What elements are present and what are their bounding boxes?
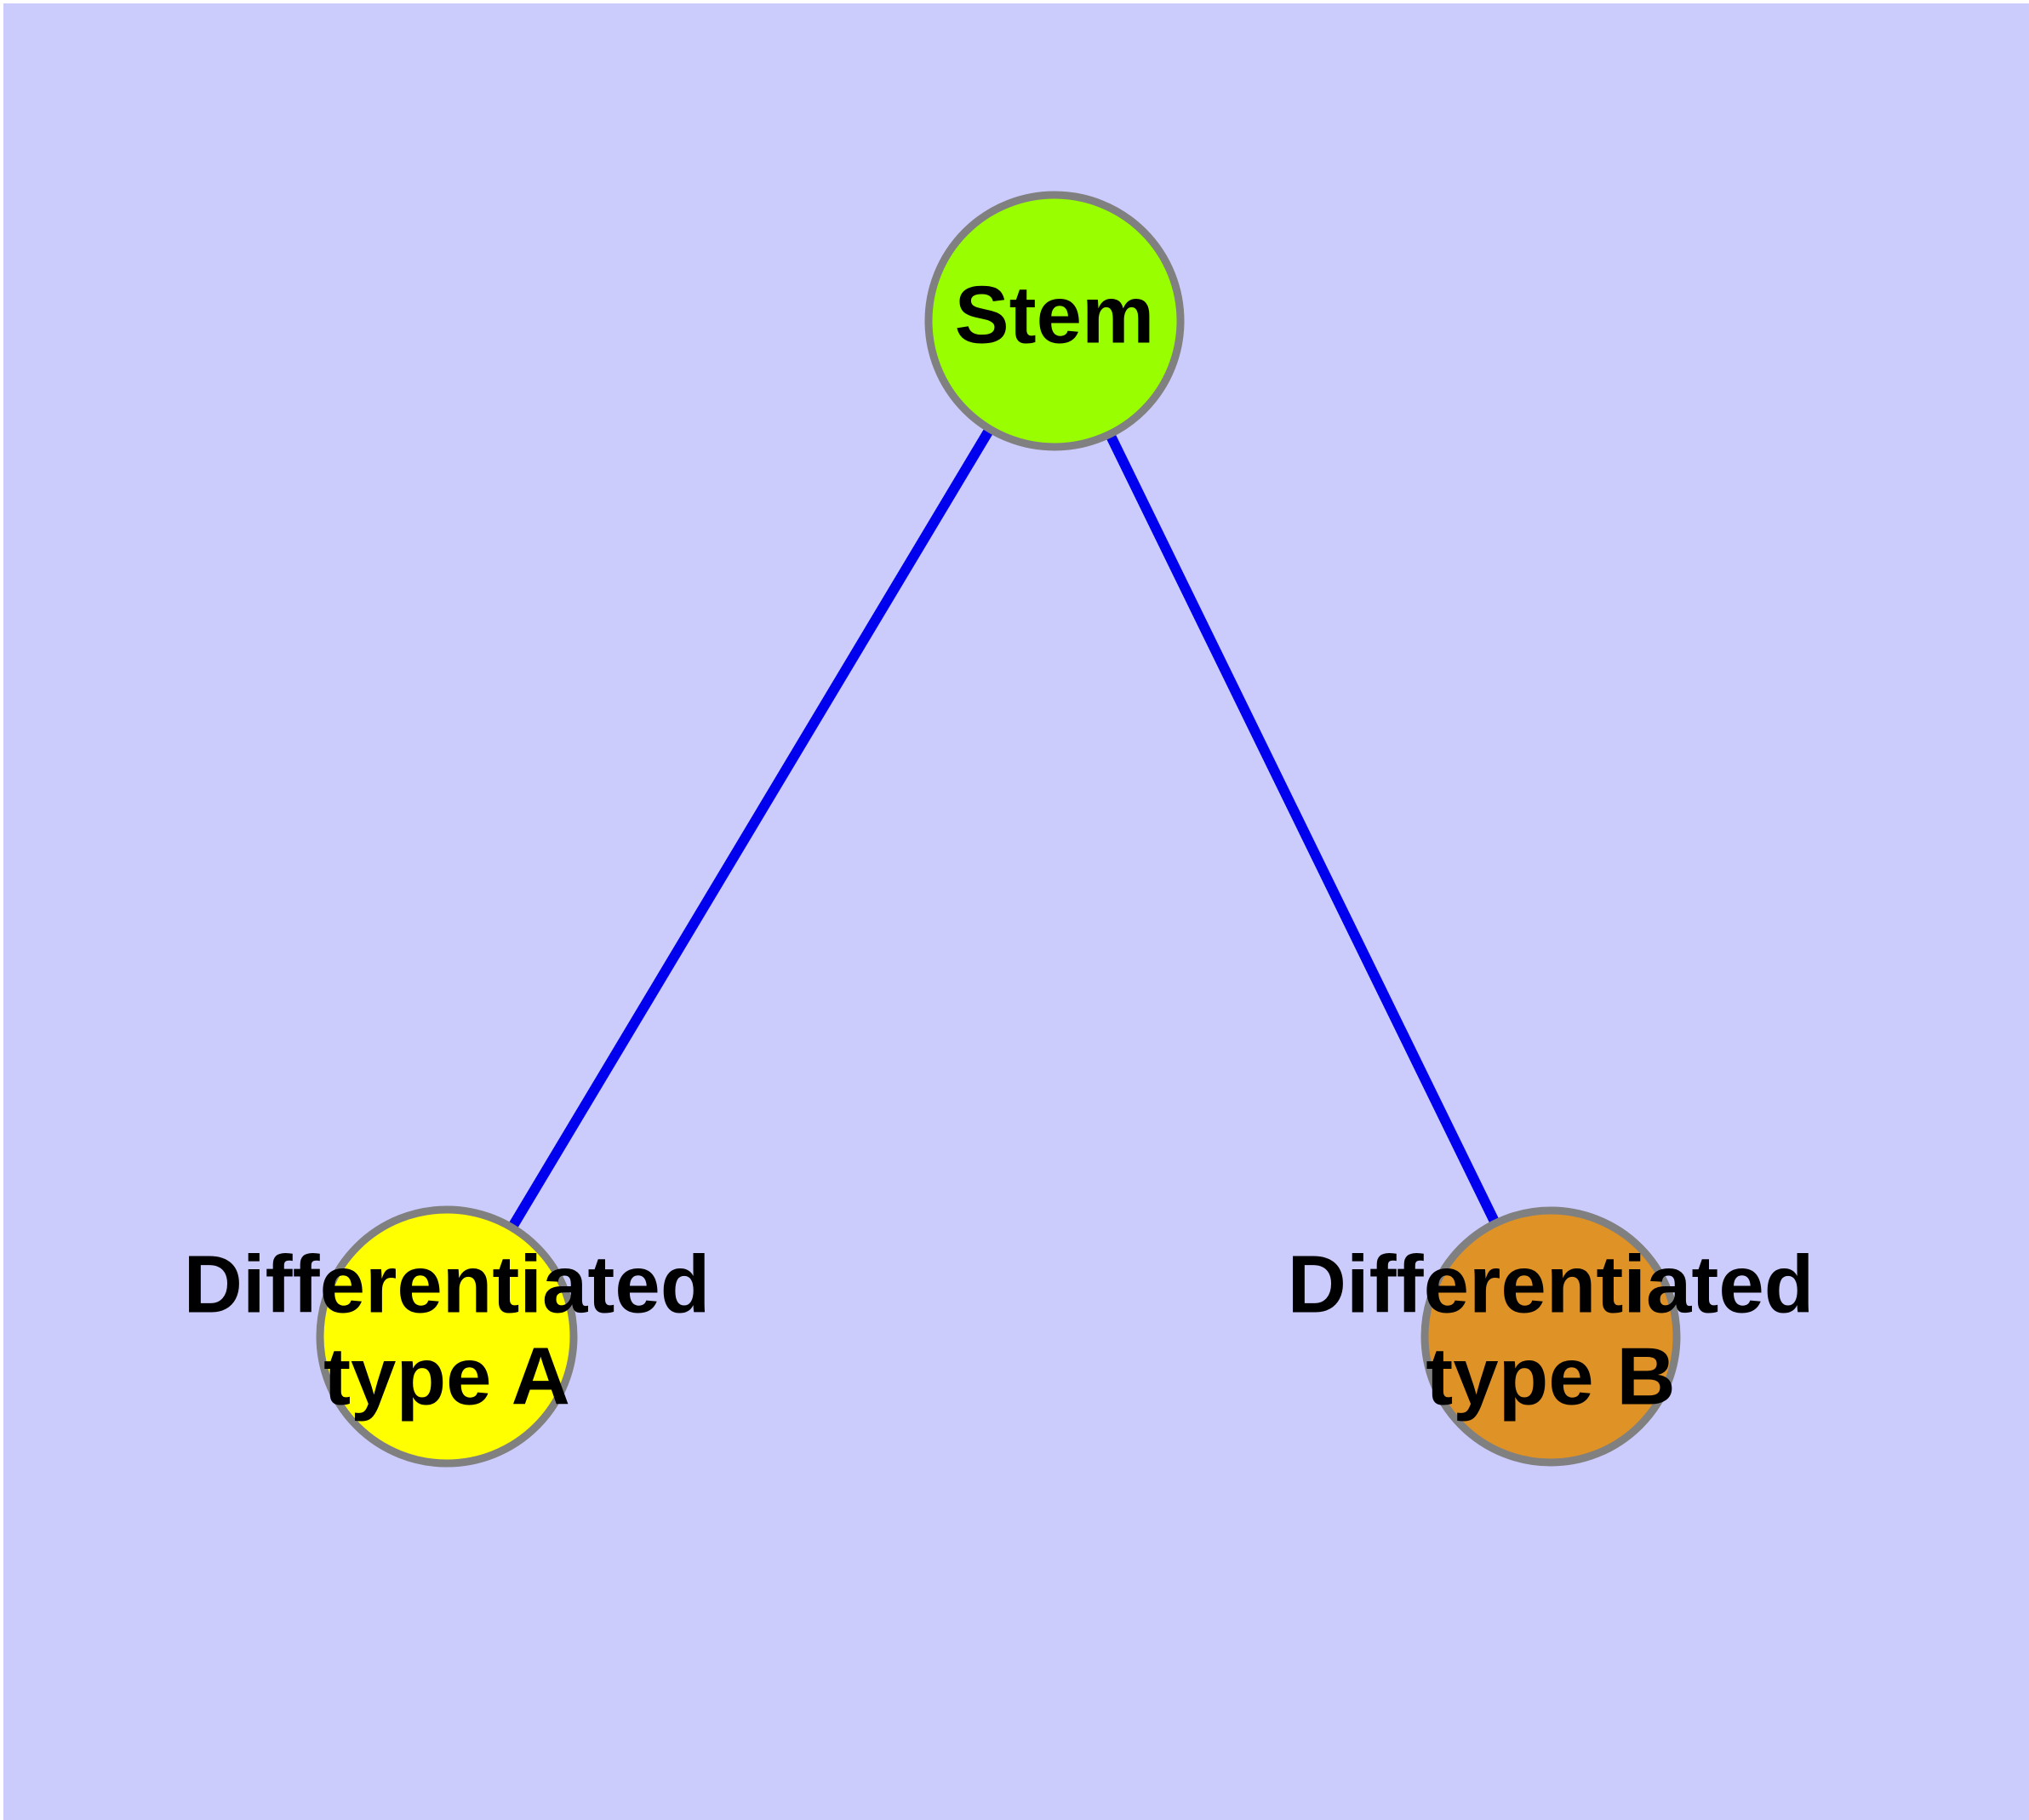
- node-differentiated-type-a-label-line1: Differentiated: [184, 1239, 711, 1330]
- node-differentiated-type-b-circle[interactable]: [1420, 1206, 1681, 1467]
- node-stem-label: Stem: [955, 269, 1155, 360]
- node-differentiated-type-b-label-line1: Differentiated: [1288, 1239, 1815, 1330]
- edge-stem-to-differentiated-type-b[interactable]: [1049, 318, 1556, 1339]
- nodes-layer: Stem Differentiated type A Differentiate…: [184, 191, 1815, 1468]
- node-differentiated-type-a-label-line2: type A: [323, 1331, 570, 1422]
- node-differentiated-type-a-circle[interactable]: [316, 1205, 578, 1468]
- graph-svg: Stem Differentiated type A Differentiate…: [184, 191, 1815, 1468]
- edge-stem-to-differentiated-type-a[interactable]: [442, 318, 1060, 1340]
- node-stem[interactable]: Stem: [924, 191, 1185, 451]
- node-differentiated-type-b[interactable]: Differentiated type B: [1288, 1206, 1815, 1467]
- node-differentiated-type-a[interactable]: Differentiated type A: [184, 1205, 711, 1468]
- node-stem-circle[interactable]: [924, 191, 1185, 451]
- node-differentiated-type-b-label-line2: type B: [1426, 1331, 1675, 1422]
- edges-layer: [442, 318, 1556, 1340]
